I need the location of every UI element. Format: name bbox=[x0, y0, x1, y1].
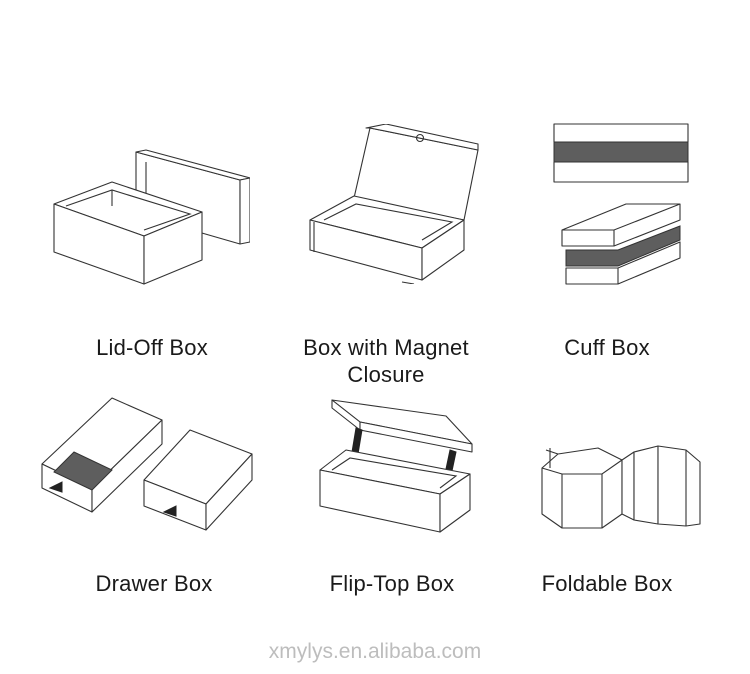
item-label-flip-top: Flip-Top Box bbox=[329, 571, 455, 596]
lid-off-box-icon bbox=[50, 148, 250, 288]
foldable-box-icon bbox=[536, 442, 706, 534]
item-label-lid-off: Lid-Off Box bbox=[96, 335, 208, 360]
watermark-text: xmylys.en.alibaba.com bbox=[268, 640, 482, 663]
magnet-closure-box-icon bbox=[302, 124, 482, 284]
cuff-box-icon bbox=[552, 122, 692, 288]
flip-top-box-icon bbox=[316, 396, 476, 536]
item-label-cuff: Cuff Box bbox=[564, 335, 650, 360]
drawer-box-icon bbox=[40, 392, 260, 542]
item-label-drawer: Drawer Box bbox=[95, 571, 213, 596]
item-label-magnet: Box with Magnet Closure bbox=[303, 335, 469, 387]
item-label-foldable: Foldable Box bbox=[541, 571, 673, 596]
